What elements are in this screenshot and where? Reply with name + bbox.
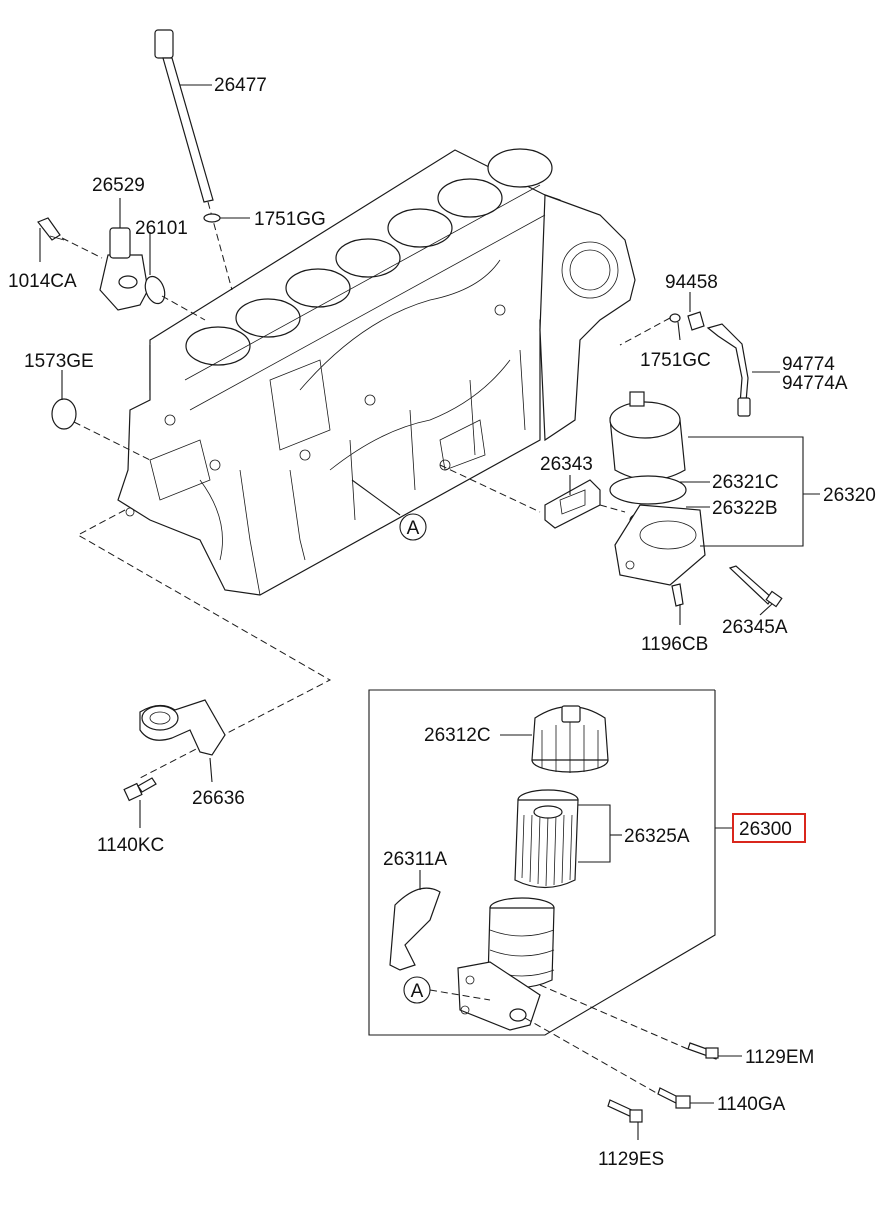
label-94774a: 94774A [782, 373, 848, 394]
panel-26300-frame [368, 689, 716, 1036]
ref-circle-a1: A [399, 513, 427, 541]
filter-cap-26312c [531, 705, 609, 773]
filter-element-26325a [514, 789, 579, 889]
cylinder-bores [185, 148, 553, 366]
dipstick-guide-tube [154, 29, 233, 291]
o-ring-1751gg [203, 213, 221, 223]
water-outlet-fitting [99, 227, 149, 311]
leader-lines [39, 84, 820, 1140]
label-26312c: 26312C [424, 725, 491, 746]
label-26477: 26477 [214, 75, 267, 96]
oil-pipe-fittings [619, 311, 751, 417]
oil-filter-housing-26320 [609, 391, 706, 586]
label-26322b: 26322B [712, 498, 778, 519]
gasket-26101 [144, 275, 206, 321]
label-1196cb: 1196CB [641, 634, 708, 655]
ref-circle-a2: A [403, 976, 431, 1004]
bolt-1014ca [37, 217, 103, 259]
label-26345a: 26345A [722, 617, 788, 638]
label-26325a: 26325A [624, 826, 690, 847]
label-1751gc: 1751GC [640, 350, 711, 371]
label-1014ca: 1014CA [8, 271, 77, 292]
bolts-lower [607, 1042, 719, 1123]
label-1751gg: 1751GG [254, 209, 326, 230]
label-1140ga: 1140GA [717, 1094, 786, 1115]
gasket-26343 [544, 479, 601, 529]
label-94458: 94458 [665, 272, 718, 293]
label-26343: 26343 [540, 454, 593, 475]
label-1129em: 1129EM [745, 1047, 814, 1068]
label-1129es: 1129ES [598, 1149, 664, 1170]
label-1140kc: 1140KC [97, 835, 164, 856]
engine-block [117, 148, 636, 596]
label-26320: 26320 [823, 485, 876, 506]
filter-housing-body [457, 897, 555, 1031]
ref-a1-text: A [407, 518, 420, 539]
part-labels: 26477 26529 26101 1751GG 1014CA 1573GE 9… [8, 75, 876, 1170]
label-26529: 26529 [92, 175, 145, 196]
gasket-26311a [389, 887, 441, 971]
label-26101: 26101 [135, 218, 188, 239]
plug-1573ge [51, 398, 151, 461]
label-94774: 94774 [782, 354, 835, 375]
label-26636: 26636 [192, 788, 245, 809]
ref-a2-text: A [411, 981, 424, 1002]
bolts-26345a-1196cb [671, 565, 783, 608]
highlight-box-26300 [732, 813, 806, 843]
label-26300: 26300 [739, 819, 792, 840]
oil-pipe-26636 [139, 699, 226, 756]
label-26311a: 26311A [383, 849, 447, 870]
label-1573ge: 1573GE [24, 351, 94, 372]
label-26321c: 26321C [712, 472, 779, 493]
bolt-1140kc [123, 777, 157, 802]
